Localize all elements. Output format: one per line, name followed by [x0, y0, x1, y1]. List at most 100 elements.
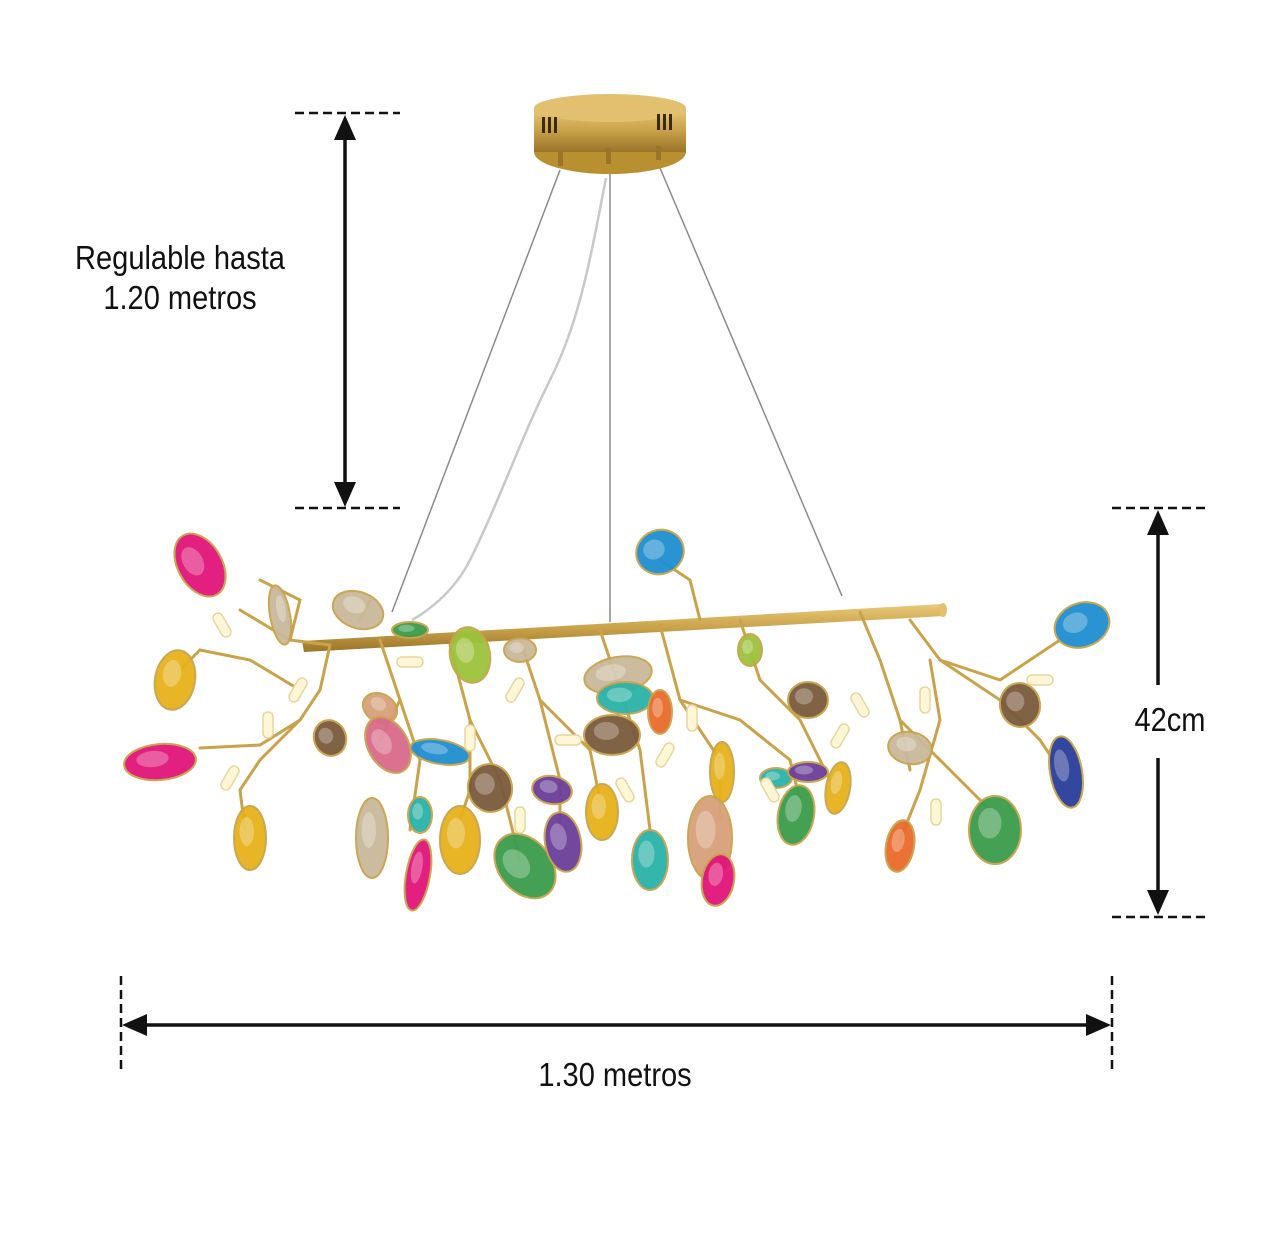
agate-leaf [887, 730, 933, 766]
led-bulb [505, 677, 525, 703]
adjustable-height-dimension [295, 111, 400, 510]
led-bulb [919, 686, 931, 714]
arrow-up-icon [1147, 510, 1169, 535]
agate-leaf [407, 796, 433, 834]
agate-leaf-highlight [447, 817, 465, 849]
agate-leaf [123, 742, 197, 782]
agate-leaves [123, 528, 1111, 912]
agate-leaf-highlight [361, 812, 376, 848]
agate-leaf-highlight [891, 828, 905, 852]
agate-leaf-highlight [421, 742, 448, 755]
agate-leaf [1053, 601, 1111, 649]
drop-height-label: 42cm [1134, 701, 1206, 738]
agate-leaf [503, 637, 537, 663]
agate-leaf-highlight [398, 624, 415, 633]
led-bulb [930, 798, 942, 826]
led-bulb [220, 765, 240, 791]
led-bulb [262, 711, 274, 739]
arrow-down-icon [334, 482, 356, 507]
agate-leaf-highlight [785, 795, 802, 822]
adjustable-height-line1: Regulable hasta [75, 239, 285, 276]
agate-leaf-highlight [539, 780, 558, 793]
agate-leaf [409, 738, 471, 766]
led-bulb [686, 704, 698, 732]
agate-leaf [585, 783, 619, 841]
suspension-wire-right [659, 167, 843, 597]
led-bulbs [212, 612, 1054, 834]
agate-leaf [700, 853, 736, 907]
agate-leaf-highlight [410, 851, 423, 884]
agate-leaf [439, 805, 481, 875]
agate-leaf-highlight [162, 660, 182, 687]
chandelier-illustration [123, 94, 1111, 912]
led-bulb [396, 656, 424, 668]
agate-leaf [493, 832, 557, 900]
agate-leaf [998, 682, 1042, 728]
agate-leaf-highlight [239, 817, 254, 846]
led-bulb [464, 724, 476, 752]
agate-leaf [647, 689, 673, 735]
agate-leaf [635, 528, 685, 576]
led-bulb [615, 777, 635, 803]
agate-leaf-highlight [591, 793, 606, 820]
agate-leaf [631, 829, 669, 891]
agate-leaf [233, 805, 267, 871]
agate-leaf-highlight [550, 823, 567, 851]
agate-leaf-highlight [896, 736, 917, 752]
led-bulb [655, 742, 675, 768]
agate-leaf-highlight [765, 771, 780, 781]
agate-leaf [737, 633, 763, 667]
drop-height-dimension [1112, 506, 1210, 919]
agate-leaf [173, 532, 227, 598]
power-cable [411, 177, 608, 622]
led-bulb [760, 777, 780, 803]
agate-leaf-highlight [318, 727, 334, 744]
agate-leaf-highlight [1006, 691, 1025, 712]
agate-leaf-highlight [978, 807, 1002, 839]
agate-leaf [466, 763, 514, 813]
agate-leaf-highlight [1062, 612, 1088, 634]
agate-leaf [824, 761, 852, 815]
agate-leaf [968, 795, 1022, 865]
arrow-left-icon [122, 1014, 147, 1036]
agate-leaf [787, 681, 829, 719]
agate-leaf [331, 589, 385, 631]
agate-leaf [448, 626, 492, 684]
agate-leaf [312, 719, 348, 757]
agate-leaf-highlight [502, 849, 531, 879]
agate-leaf-highlight [412, 803, 423, 820]
agate-leaf [531, 774, 573, 806]
agate-leaf [153, 649, 197, 711]
agate-leaf-highlight [1053, 749, 1070, 782]
agate-leaf [364, 716, 412, 774]
led-bulb [288, 677, 308, 703]
agate-leaf-highlight [638, 840, 655, 868]
adjustable-height-label: Regulable hasta 1.20 metros [57, 238, 303, 317]
agate-leaf-highlight [643, 539, 665, 560]
agate-leaf-highlight [742, 639, 753, 654]
agate-leaf-highlight [474, 773, 495, 795]
agate-leaf-highlight [695, 810, 716, 849]
agate-leaf-highlight [371, 729, 392, 755]
led-bulb [514, 806, 526, 834]
agate-leaf-highlight [652, 697, 663, 718]
agate-leaf-highlight [606, 687, 633, 702]
suspension-wire-left [391, 169, 561, 613]
led-bulb [830, 723, 850, 749]
agate-leaf-highlight [275, 595, 286, 623]
ceiling-canopy [534, 94, 686, 174]
agate-leaf-highlight [136, 750, 169, 768]
led-bulb [850, 692, 870, 718]
agate-leaf-highlight [595, 664, 626, 682]
agate-leaf-highlight [509, 642, 524, 653]
arrow-down-icon [1147, 890, 1169, 915]
agate-leaf [403, 838, 433, 912]
agate-leaf-highlight [708, 862, 724, 886]
led-bulb [212, 612, 232, 638]
agate-leaf [1048, 735, 1084, 809]
agate-leaf-highlight [181, 547, 205, 576]
width-dimension [119, 976, 1114, 1073]
agate-leaf [391, 621, 429, 639]
agate-leaf [787, 761, 829, 783]
adjustable-height-line2: 1.20 metros [103, 278, 257, 316]
